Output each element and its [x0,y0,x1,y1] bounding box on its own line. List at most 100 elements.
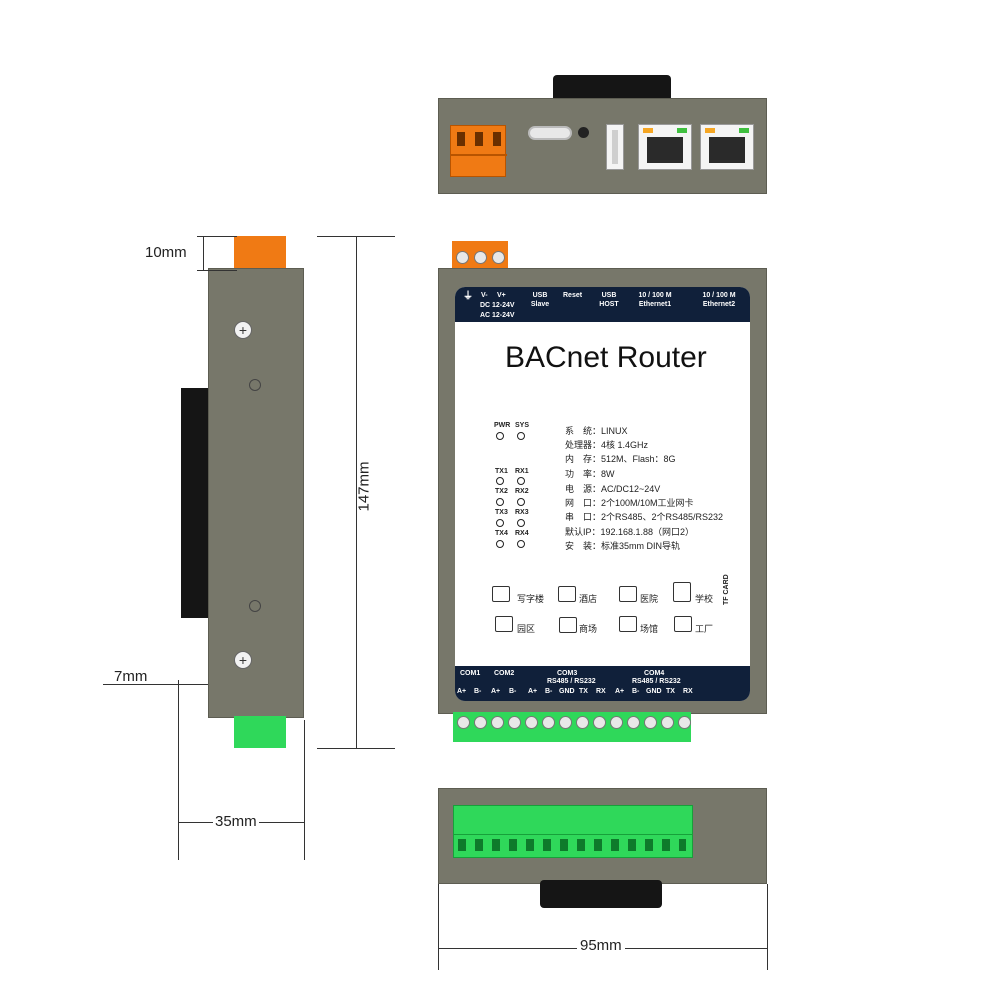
spec-line: 串 口：2个RS485、2个RS485/RS232 [565,512,724,522]
led-label-tx3: TX3 [495,509,508,516]
power-label-vplus: V+ [497,292,506,299]
device-title: BACnet Router [505,341,707,374]
led-tx3 [496,519,504,527]
pin-label: B- [509,688,517,695]
pin-label: A+ [491,688,501,695]
led-rx3 [517,519,525,527]
pin-label: RX [683,688,693,695]
led-label-rx2: RX2 [515,488,529,495]
spec-line: 安 装：标准35mm DIN导轨 [565,541,681,551]
spec-line: 电 源：AC/DC12~24V [565,484,661,494]
app-label-factory: 工厂 [695,624,714,634]
led-label-sys: SYS [515,422,530,429]
dim-147mm-vline [356,236,357,748]
pin-label: RX [596,688,606,695]
side-signal-tab [234,716,286,748]
hotel-icon [558,586,576,602]
com3-mode-label: RS485 / RS232 [547,678,596,685]
dim-height-label: 147mm [355,461,373,512]
side-din-clip [181,388,213,618]
app-label-hospital: 医院 [640,594,659,604]
pin-label: B- [474,688,482,695]
bottom-din-clip [540,880,662,908]
pin-label: A+ [457,688,467,695]
pin-label: TX [579,688,588,695]
side-power-tab [234,236,286,270]
spec-line: 处理器：4核 1.4GHz [565,440,649,450]
bottom-signal-terminal [453,805,693,858]
app-label-park: 园区 [517,624,536,634]
front-signal-terminal [453,712,691,742]
side-hole-top [249,379,261,391]
pin-label: A+ [615,688,625,695]
app-label-hotel: 酒店 [579,594,598,604]
led-sys [517,432,525,440]
dim-35mm-vline-left [178,680,179,860]
reset-label: Reset [563,292,583,299]
com4-mode-label: RS485 / RS232 [632,678,681,685]
office-building-icon [492,586,510,602]
dim-35mm-vline-right [304,720,305,860]
ethernet1-label: 10 / 100 M Ethernet1 [638,292,672,308]
led-label-rx1: RX1 [515,468,529,475]
pin-label: B- [545,688,553,695]
top-power-terminal [450,125,507,177]
tf-card-label: TF CARD [723,574,730,605]
pin-label: A+ [528,688,538,695]
pin-label: B- [632,688,640,695]
app-label-school: 学校 [695,594,714,604]
power-label-dc-v: 12-24V [492,302,515,309]
dim-rail-offset-label: 7mm [114,668,148,685]
front-panel: ⏚ V- V+ DC 12-24V AC 12-24V USB Slave Re… [455,287,750,701]
hospital-icon [619,586,637,602]
ethernet2-label: 10 / 100 M Ethernet2 [702,292,736,308]
factory-icon [674,616,692,632]
power-label-vminus: V- [481,292,488,299]
usb-slave-label: USB Slave [530,292,550,308]
dim-95mm-vline-right [767,884,768,970]
app-label-stadium: 场馆 [640,624,659,634]
spec-line: 功 率：8W [565,469,615,479]
stadium-icon [619,616,637,632]
led-rx4 [517,540,525,548]
pin-label: GND [559,688,575,695]
usb-a-port [606,124,624,170]
app-label-office: 写字楼 [517,594,545,604]
led-label-pwr: PWR [494,422,511,429]
ethernet2-port [700,124,754,170]
pin-label: TX [666,688,675,695]
side-hole-bottom [249,600,261,612]
side-screw-top: + [234,321,252,339]
led-pwr [496,432,504,440]
usb-host-label: USB HOST [599,292,619,308]
ground-symbol-icon: ⏚ [463,291,473,302]
dim-10mm-line-bottom [197,270,237,271]
led-label-tx2: TX2 [495,488,508,495]
com3-label: COM3 [557,670,578,677]
led-rx1 [517,477,525,485]
school-icon [673,582,691,602]
side-view-housing [208,268,304,718]
dim-95mm-vline-left [438,884,439,970]
spec-line: 系 统：LINUX [565,426,628,436]
app-label-mall: 商场 [579,624,598,634]
dim-depth-label: 35mm [213,813,259,830]
park-icon [495,616,513,632]
led-tx1 [496,477,504,485]
dim-147mm-line-bottom [317,748,395,749]
com4-label: COM4 [644,670,665,677]
spec-line: 内 存：512M、Flash：8G [565,454,676,464]
panel-top-bar: ⏚ V- V+ DC 12-24V AC 12-24V USB Slave Re… [455,287,750,322]
mall-icon [559,617,577,633]
power-label-ac-v: 12-24V [492,312,515,319]
ethernet1-port [638,124,692,170]
spec-line: 默认IP：192.168.1.88（网口2） [565,527,695,537]
reset-hole [578,127,589,138]
power-label-dc: DC [480,302,491,309]
side-screw-bottom: + [234,651,252,669]
power-label-ac: AC [480,312,491,319]
led-rx2 [517,498,525,506]
com1-label: COM1 [460,670,481,677]
led-label-rx3: RX3 [515,509,529,516]
dim-top-tab-label: 10mm [145,244,187,261]
